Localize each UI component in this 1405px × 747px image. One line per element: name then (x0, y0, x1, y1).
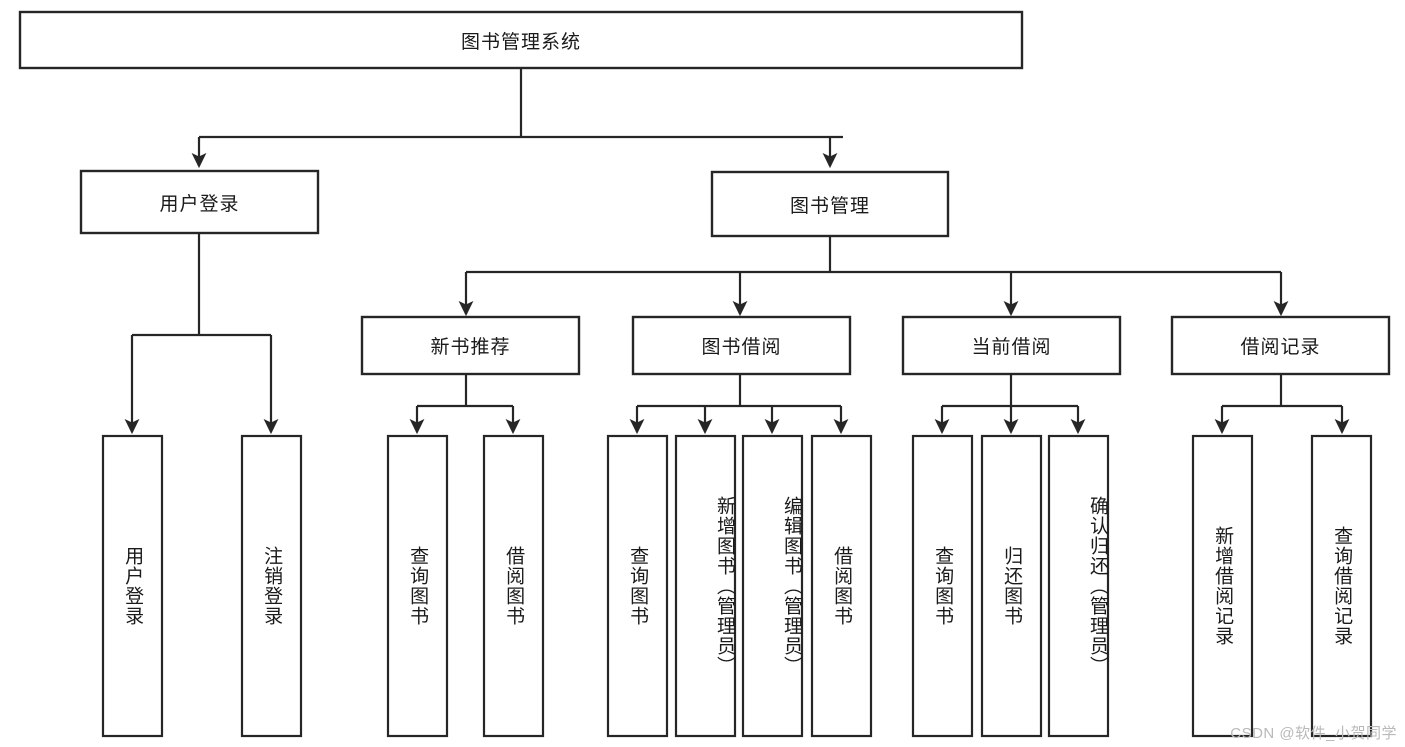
node-root[interactable] (18, 10, 1024, 70)
leaf-current-borrow-2[interactable] (1047, 434, 1110, 738)
edge-root-to-level2 (191, 68, 843, 169)
node-current-borrow[interactable] (901, 315, 1122, 376)
leaf-book-borrow-2[interactable] (741, 434, 804, 738)
edge-user-login-to-leaves (124, 233, 279, 435)
leaf-borrow-record-1[interactable] (1310, 434, 1373, 738)
edge-book-mgmt-to-level3 (458, 236, 1289, 317)
node-borrow-record[interactable] (1170, 315, 1391, 376)
leaf-book-borrow-0[interactable] (606, 434, 669, 738)
node-new-book-recommend[interactable] (360, 315, 581, 376)
leaf-user-login-1[interactable] (240, 434, 303, 738)
edge-new-book-to-leaves (409, 374, 521, 435)
leaf-new-book-1[interactable] (482, 434, 545, 738)
node-user-login[interactable] (79, 169, 320, 235)
csdn-watermark: CSDN @软件_小贺同学 (1230, 725, 1397, 742)
leaf-user-login-0[interactable] (101, 434, 164, 738)
leaf-book-borrow-3[interactable] (810, 434, 873, 738)
node-book-borrow[interactable] (631, 315, 852, 376)
edge-borrow-record-to-leaves (1214, 374, 1350, 435)
edge-book-borrow-to-leaves (629, 374, 849, 435)
node-book-management[interactable] (710, 170, 950, 238)
leaf-current-borrow-0[interactable] (911, 434, 974, 738)
leaf-book-borrow-1[interactable] (674, 434, 737, 738)
edge-current-borrow-to-leaves (934, 374, 1086, 435)
leaf-new-book-0[interactable] (386, 434, 449, 738)
leaf-borrow-record-0[interactable] (1191, 434, 1254, 738)
leaf-current-borrow-1[interactable] (980, 434, 1043, 738)
